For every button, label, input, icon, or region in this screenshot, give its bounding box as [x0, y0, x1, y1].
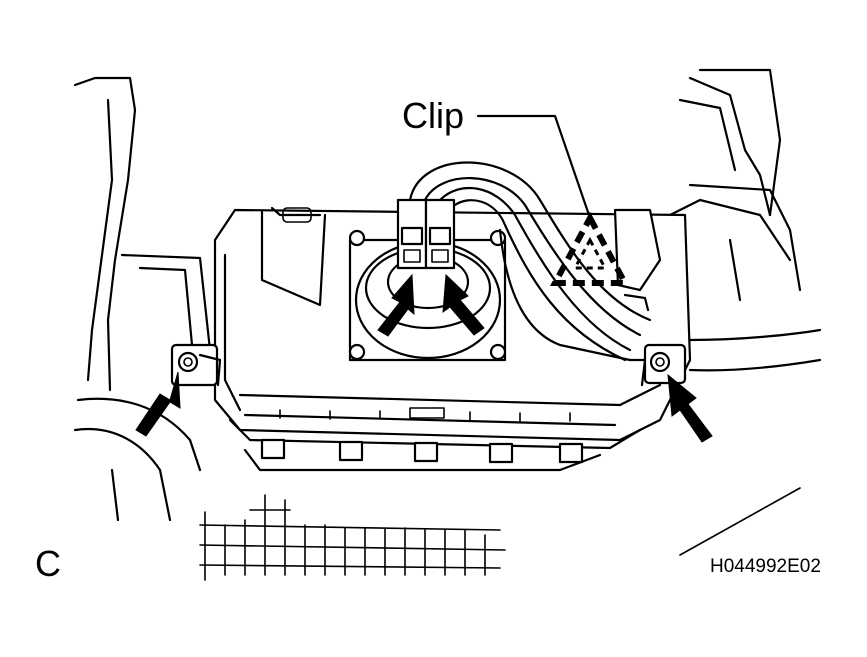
connectors: [396, 198, 456, 270]
mounting-bolt-right: [628, 343, 687, 387]
arrow-connector-left: [377, 273, 415, 337]
clip-triangle-marker: [549, 211, 631, 286]
clip-label: Clip: [402, 95, 464, 136]
left-console-trim: [73, 76, 212, 522]
view-label: C: [35, 543, 61, 584]
figure-code: H044992E02: [710, 556, 821, 577]
right-console-trim: [658, 68, 822, 372]
wire-harness: [408, 161, 662, 362]
reference-line: [679, 487, 801, 556]
arrow-bolt-right: [667, 373, 713, 443]
vehicle-grid-reference: [199, 494, 506, 581]
clip-leader-line: [476, 114, 592, 220]
arrow-bolt-left: [135, 371, 181, 437]
arrow-connector-right: [442, 273, 485, 336]
mounting-bolt-left: [170, 343, 222, 387]
